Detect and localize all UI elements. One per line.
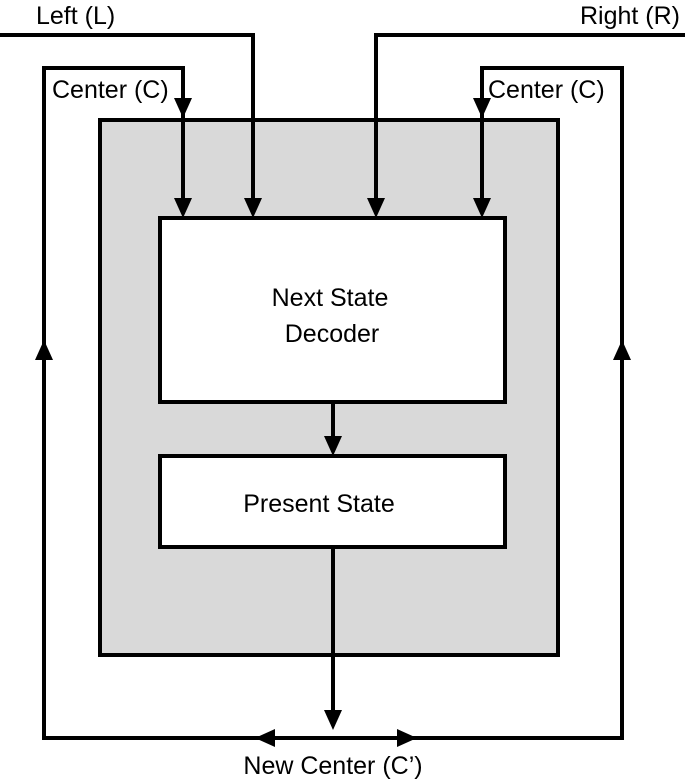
right-input-wire [367, 33, 685, 218]
output-right-arrow [397, 729, 417, 747]
center-left-top-arrow [174, 98, 192, 118]
new-center-label: New Center (C’) [243, 752, 422, 779]
center-right-up-arrow [613, 340, 631, 360]
center-right-input-arrow [473, 198, 491, 218]
center-left-up-arrow [35, 340, 53, 360]
left-input-wire [0, 33, 262, 218]
present-state-label: Present State [243, 490, 394, 518]
left-input-label: Left (L) [36, 2, 115, 30]
center-left-feedback-wire [35, 66, 332, 740]
center-left-label: Center (C) [52, 76, 169, 104]
present-state-output-wire [255, 545, 417, 747]
left-input-arrow [244, 198, 262, 218]
center-right-top-arrow [473, 98, 491, 118]
decoder-to-state-arrow [324, 436, 342, 456]
decoder-label-line2: Decoder [285, 320, 380, 348]
next-state-decoder-box [158, 216, 507, 404]
output-left-arrow [255, 729, 275, 747]
right-input-label: Right (R) [580, 2, 680, 30]
right-input-arrow [367, 198, 385, 218]
decoder-to-state-wire [324, 400, 342, 456]
center-right-feedback-wire [328, 66, 631, 740]
center-right-label: Center (C) [488, 76, 605, 104]
present-state-block: Present State [158, 454, 507, 549]
next-state-decoder-block: Next State Decoder [158, 216, 507, 404]
decoder-label-line1: Next State [272, 284, 389, 312]
output-down-arrow [324, 710, 342, 730]
center-left-input-arrow [174, 198, 192, 218]
